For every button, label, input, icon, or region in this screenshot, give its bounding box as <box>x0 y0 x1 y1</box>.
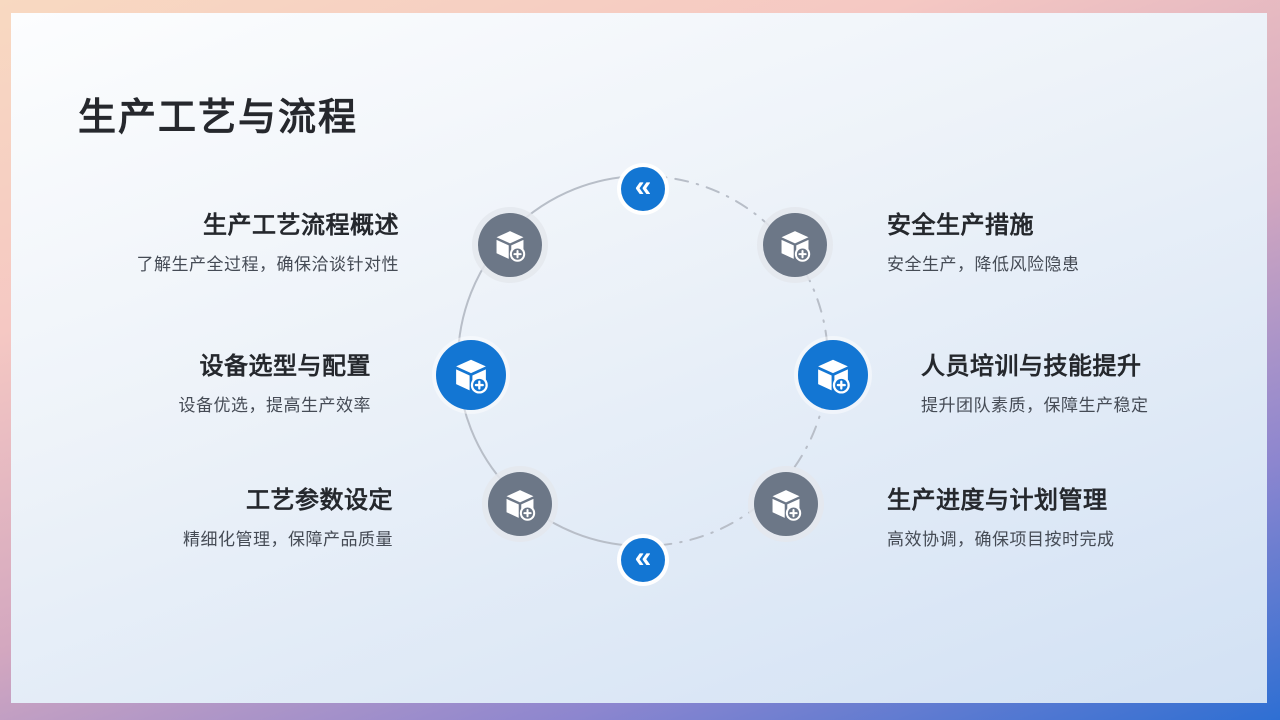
package-plus-icon <box>812 354 854 396</box>
package-plus-icon <box>501 485 539 523</box>
step-desc: 高效协调，确保项目按时完成 <box>887 530 1115 549</box>
step-text-overview: 生产工艺流程概述 了解生产全过程，确保洽谈针对性 <box>137 205 400 275</box>
diagram-node-schedule <box>754 472 818 536</box>
step-desc: 提升团队素质，保障生产稳定 <box>921 396 1149 415</box>
step-title: 设备选型与配置 <box>199 353 371 380</box>
diagram-node-overview <box>478 213 542 277</box>
package-plus-icon <box>491 226 529 264</box>
step-desc: 安全生产，降低风险隐患 <box>887 255 1080 274</box>
step-desc: 设备优选，提高生产效率 <box>178 396 371 415</box>
double-left-chevron-icon: « <box>634 541 652 574</box>
step-title: 生产工艺流程概述 <box>203 212 399 239</box>
step-text-schedule: 生产进度与计划管理 高效协调，确保项目按时完成 <box>887 480 1115 550</box>
diagram-node-equipment <box>436 340 506 410</box>
double-left-chevron-icon: « <box>634 170 652 203</box>
slide: 生产工艺与流程 « « <box>11 13 1267 703</box>
diagram-node-parameters <box>488 472 552 536</box>
step-title: 安全生产措施 <box>887 212 1034 239</box>
step-title: 人员培训与技能提升 <box>921 353 1142 380</box>
diagram-node-safety <box>763 213 827 277</box>
package-plus-icon <box>776 226 814 264</box>
diagram-node-training <box>798 340 868 410</box>
package-plus-icon <box>767 485 805 523</box>
page-title: 生产工艺与流程 <box>78 97 359 140</box>
step-text-safety: 安全生产措施 安全生产，降低风险隐患 <box>887 205 1080 275</box>
step-text-training: 人员培训与技能提升 提升团队素质，保障生产稳定 <box>921 346 1149 416</box>
step-title: 生产进度与计划管理 <box>887 487 1108 514</box>
step-desc: 了解生产全过程，确保洽谈针对性 <box>136 255 399 274</box>
step-text-equipment: 设备选型与配置 设备优选，提高生产效率 <box>179 346 372 416</box>
chevron-badge-top: « <box>621 167 665 211</box>
step-title: 工艺参数设定 <box>246 487 393 514</box>
step-text-parameters: 工艺参数设定 精细化管理，保障产品质量 <box>183 480 393 550</box>
package-plus-icon <box>450 354 492 396</box>
step-desc: 精细化管理，保障产品质量 <box>183 530 393 549</box>
chevron-badge-bottom: « <box>621 538 665 582</box>
